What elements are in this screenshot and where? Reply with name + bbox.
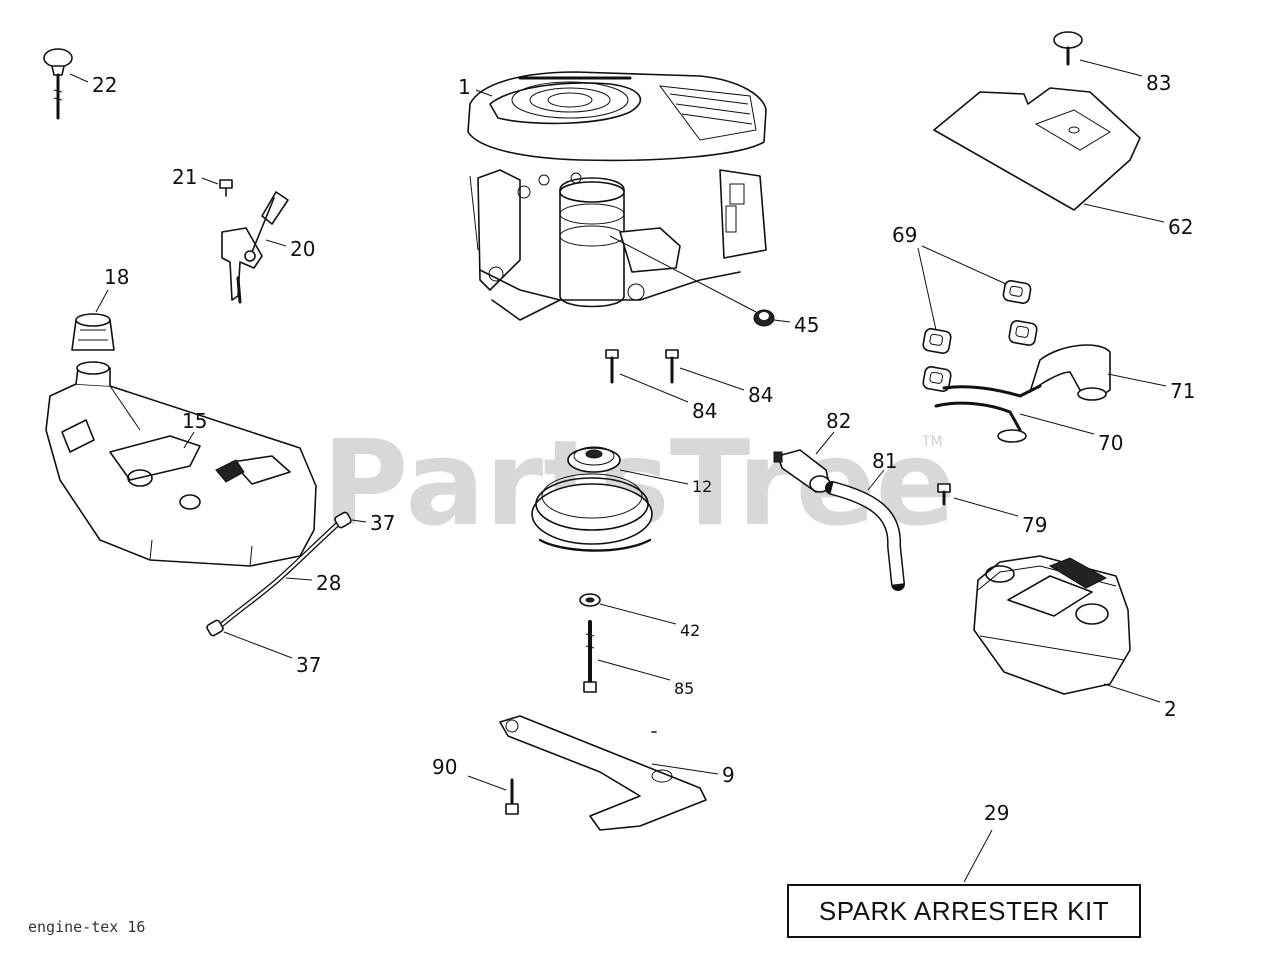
leader-37a: [351, 519, 367, 523]
part-22-bolt[interactable]: [43, 48, 73, 120]
part-81-hose[interactable]: [825, 481, 905, 591]
leader-2: [1103, 683, 1161, 703]
leader-28: [285, 577, 313, 581]
callout-81[interactable]: 81: [872, 449, 897, 473]
callout-62[interactable]: 62: [1168, 215, 1193, 239]
part-83-screw[interactable]: [1053, 31, 1083, 66]
callout-85[interactable]: 85: [674, 679, 694, 698]
callout-12[interactable]: 12: [692, 477, 712, 496]
leader-20: [265, 239, 287, 247]
part-12-pulley[interactable]: [531, 446, 653, 552]
callout-21[interactable]: 21: [172, 165, 197, 189]
leader-84b: [679, 367, 745, 391]
leader-69b: [921, 245, 1007, 285]
part-90-bolt[interactable]: [505, 778, 519, 815]
part-42-washer[interactable]: [579, 593, 601, 607]
leader-45: [773, 319, 791, 323]
callout-22[interactable]: 22: [92, 73, 117, 97]
part-21-screw[interactable]: [219, 179, 233, 197]
leader-81: [867, 469, 885, 491]
leader-37b: [223, 631, 293, 659]
callout-45[interactable]: 45: [794, 313, 819, 337]
part-45-bushing[interactable]: [753, 309, 775, 327]
part-20-bracket[interactable]: [221, 191, 289, 304]
part-71-manifold[interactable]: [934, 344, 1111, 443]
leader-9: [651, 763, 719, 775]
callout-20[interactable]: 20: [290, 237, 315, 261]
callout-90[interactable]: 90: [432, 755, 457, 779]
part-15-fuel-tank[interactable]: [45, 361, 317, 567]
part-85-bolt[interactable]: [583, 620, 597, 693]
leader-70: [1019, 413, 1095, 435]
part-69-gasket-a[interactable]: [1002, 280, 1032, 304]
leader-22: [69, 73, 89, 83]
callout-42[interactable]: 42: [680, 621, 700, 640]
part-37-clamp-lower[interactable]: [206, 619, 224, 637]
callout-70[interactable]: 70: [1098, 431, 1123, 455]
leader-71: [1107, 373, 1167, 387]
callout-79[interactable]: 79: [1022, 513, 1047, 537]
leader-90: [467, 775, 507, 791]
part-2-muffler[interactable]: [973, 555, 1131, 695]
callout-84-upper[interactable]: 84: [748, 383, 773, 407]
callout-18[interactable]: 18: [104, 265, 129, 289]
leader-29: [963, 829, 993, 883]
callout-9[interactable]: 9: [722, 763, 735, 787]
leader-45a: [609, 235, 757, 313]
callout-83[interactable]: 83: [1146, 71, 1171, 95]
part-79-screw[interactable]: [937, 483, 951, 506]
part-62-plate[interactable]: [933, 87, 1141, 211]
part-1-engine[interactable]: [467, 71, 767, 321]
callout-29[interactable]: 29: [984, 801, 1009, 825]
leader-83: [1079, 59, 1143, 77]
part-84-bolt-right[interactable]: [665, 349, 679, 384]
leader-62: [1083, 203, 1165, 223]
drawing-code: engine-tex 16: [28, 918, 145, 936]
callout-84-lower[interactable]: 84: [692, 399, 717, 423]
part-69-gasket-c[interactable]: [1008, 320, 1038, 346]
leader-82: [815, 431, 835, 455]
callout-1[interactable]: 1: [458, 75, 471, 99]
leader-69a: [917, 247, 937, 331]
part-84-bolt-left[interactable]: [605, 349, 619, 384]
part-69-gasket-d[interactable]: [922, 366, 952, 392]
spark-arrester-kit-box[interactable]: SPARK ARRESTER KIT: [787, 884, 1141, 938]
leader-42: [599, 603, 677, 625]
leader-79: [953, 497, 1019, 517]
leader-18: [95, 289, 109, 313]
leader-21: [201, 177, 219, 185]
part-37-clamp-upper[interactable]: [334, 511, 352, 529]
part-69-gasket-b[interactable]: [922, 328, 952, 354]
leader-15: [183, 431, 195, 449]
watermark-tm: TM: [921, 434, 943, 450]
callout-15[interactable]: 15: [182, 409, 207, 433]
leader-84a: [619, 373, 689, 403]
callout-2[interactable]: 2: [1164, 697, 1177, 721]
callout-37-lower[interactable]: 37: [296, 653, 321, 677]
part-18-fuel-cap[interactable]: [71, 313, 115, 351]
callout-37-upper[interactable]: 37: [370, 511, 395, 535]
part-9-bracket[interactable]: [499, 715, 707, 831]
leader-85: [597, 659, 671, 681]
leader-1: [475, 89, 493, 97]
callout-71[interactable]: 71: [1170, 379, 1195, 403]
callout-28[interactable]: 28: [316, 571, 341, 595]
part-28-fuel-line[interactable]: [215, 519, 343, 631]
callout-69[interactable]: 69: [892, 223, 917, 247]
leader-12: [619, 469, 689, 485]
callout-82[interactable]: 82: [826, 409, 851, 433]
